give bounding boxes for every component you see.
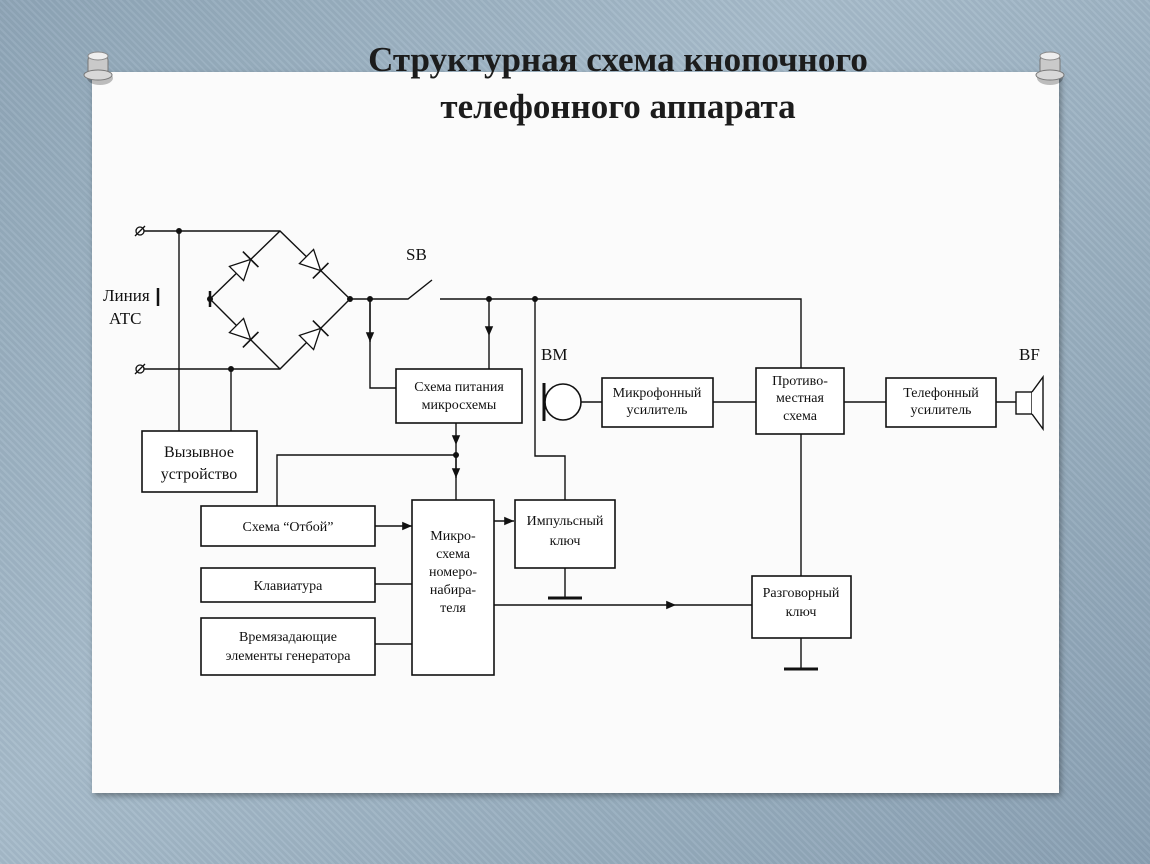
svg-text:теля: теля — [440, 601, 466, 616]
svg-text:Вызывное: Вызывное — [164, 444, 234, 461]
pushpin-left-icon — [83, 51, 113, 85]
block-keypad: Клавиатура — [200, 567, 376, 603]
block-speech-key: Разговорный ключ — [751, 575, 852, 639]
speaker-bf-label: BF — [1019, 345, 1040, 364]
svg-text:усилитель: усилитель — [911, 403, 972, 418]
line-terminal-bottom — [134, 363, 146, 375]
slide-title: Структурная схема кнопочного телефонного… — [240, 36, 996, 130]
block-phone-amplifier: Телефонный усилитель — [885, 377, 997, 428]
block-anti-sidetone: Противо- местная схема — [755, 367, 845, 435]
svg-text:Микрофонный: Микрофонный — [613, 386, 702, 401]
switch-sb-label: SB — [406, 245, 427, 264]
svg-text:набира-: набира- — [430, 583, 477, 598]
block-timing-elements: Времязадающие элементы генератора — [200, 617, 376, 676]
line-terminal-top — [134, 225, 146, 237]
svg-text:местная: местная — [776, 391, 824, 406]
block-pulse-key: Импульсный ключ — [514, 499, 616, 569]
speaker-icon — [1015, 374, 1044, 432]
svg-text:элементы генератора: элементы генератора — [225, 649, 351, 664]
svg-text:Противо-: Противо- — [772, 374, 828, 389]
svg-text:номеро-: номеро- — [429, 565, 477, 580]
diode-bridge — [228, 248, 330, 351]
block-mic-amplifier: Микрофонный усилитель — [601, 377, 714, 428]
svg-text:Времязадающие: Времязадающие — [239, 630, 337, 645]
block-dialer-ic: Микро- схема номеро- набира- теля — [411, 499, 495, 676]
svg-text:Телефонный: Телефонный — [903, 386, 979, 401]
svg-text:микросхемы: микросхемы — [422, 398, 497, 413]
svg-text:ключ: ключ — [786, 605, 817, 620]
svg-text:Разговорный: Разговорный — [763, 586, 840, 601]
pushpin-right-icon — [1035, 51, 1065, 85]
svg-text:Схема “Отбой”: Схема “Отбой” — [243, 520, 334, 535]
svg-text:Микро-: Микро- — [430, 529, 476, 544]
svg-text:Схема питания: Схема питания — [414, 380, 504, 395]
microphone-icon — [542, 383, 582, 421]
svg-text:Клавиатура: Клавиатура — [254, 579, 323, 594]
line-label-2: АТС — [109, 309, 142, 328]
svg-text:Импульсный: Импульсный — [527, 514, 604, 529]
svg-text:схема: схема — [783, 409, 818, 424]
title-line-2: телефонного аппарата — [440, 87, 796, 126]
block-power-supply: Схема питания микросхемы — [395, 368, 523, 424]
svg-text:схема: схема — [436, 547, 471, 562]
svg-text:устройство: устройство — [161, 466, 237, 483]
svg-text:усилитель: усилитель — [627, 403, 688, 418]
line-label-1: Линия — [103, 286, 150, 305]
mic-bm-label: BM — [541, 345, 567, 364]
block-ringer: Вызывное устройство — [141, 430, 258, 493]
block-hangup: Схема “Отбой” — [200, 505, 376, 547]
svg-text:ключ: ключ — [550, 534, 581, 549]
title-line-1: Структурная схема кнопочного — [368, 40, 868, 79]
